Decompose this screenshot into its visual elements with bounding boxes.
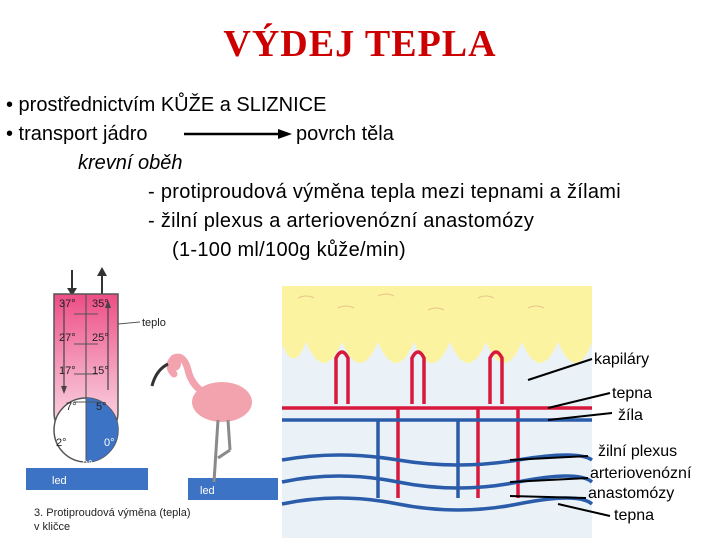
caption-line-2: v kličce	[34, 521, 70, 533]
temp-left-2: 27°	[59, 332, 76, 344]
caption-line-1: 3. Protiproudová výměna (tepla)	[34, 507, 191, 519]
temp-right-4: 5°	[96, 401, 107, 413]
countercurrent-exchange-item: - protiproudová výměna tepla mezi tepnam…	[148, 181, 621, 203]
label-zila: žíla	[618, 407, 643, 424]
temp-left-3: 17°	[59, 365, 76, 377]
label-tepna: tepna	[612, 385, 652, 402]
transport-arrow-icon	[184, 129, 292, 139]
venous-plexus-item: - žilní plexus a arteriovenózní anastomó…	[148, 210, 535, 232]
temp-left-1: 37°	[59, 298, 76, 310]
ice-slab-left	[26, 468, 148, 490]
ice-label-right: led	[200, 485, 215, 497]
label-venous-plexus: žilní plexus	[598, 443, 677, 460]
bullet-transport-surface: povrch těla	[296, 123, 394, 145]
temp-right-5: 0°	[104, 437, 115, 449]
label-anastomoses: anastomózy	[588, 485, 674, 502]
label-kapilary: kapiláry	[594, 351, 649, 368]
heat-label: teplo	[142, 317, 166, 329]
bullet-transport-core: • transport jádro	[6, 123, 148, 145]
label-tepna-2: tepna	[614, 507, 654, 524]
bullet-skin-mucosa: • prostřednictvím KŮŽE a SLIZNICE	[6, 94, 327, 116]
temp-right-3: 15°	[92, 365, 109, 377]
temp-left-4: 7°	[66, 401, 77, 413]
temp-right-2: 25°	[92, 332, 109, 344]
label-arteriovenous: arteriovenózní	[590, 465, 692, 482]
skin-vasculature-figure: kapiláry tepna žíla žilní plexus arterio…	[281, 286, 692, 538]
ice-label-left: led	[52, 475, 67, 487]
countercurrent-figure: 37° 35° 27° 25° 17° 15° 7° 5° 2° 0° 0° t…	[26, 267, 278, 533]
temp-left-5: 2°	[56, 437, 67, 449]
blood-flow-range: (1-100 ml/100g kůže/min)	[172, 239, 406, 261]
flamingo-illustration	[150, 353, 278, 500]
temp-bottom: 0°	[82, 459, 93, 471]
temp-right-1: 35°	[92, 298, 109, 310]
blood-circulation-label: krevní oběh	[78, 152, 183, 174]
page-title: VÝDEJ TEPLA	[223, 23, 497, 65]
